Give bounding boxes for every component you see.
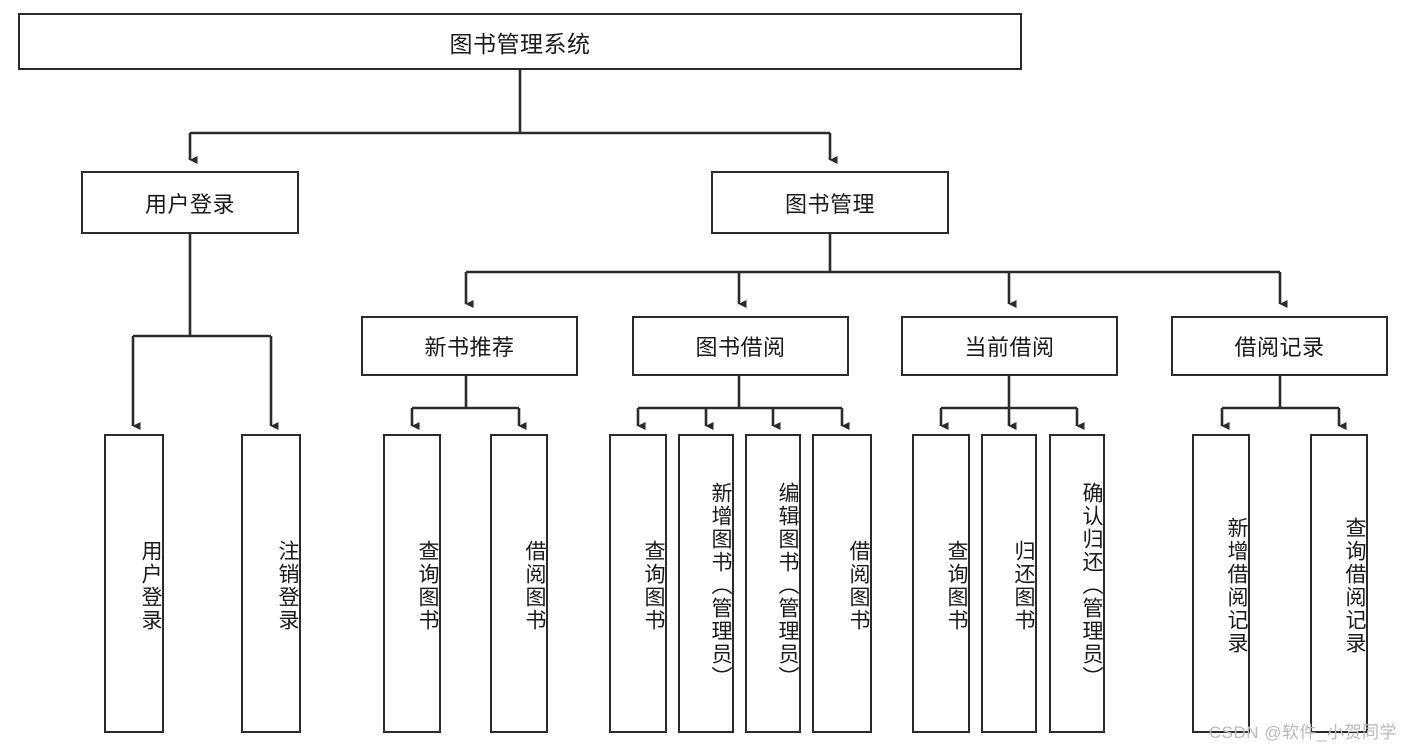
node-label: 当前借阅 bbox=[964, 335, 1055, 360]
node-label: 新增借阅记录 bbox=[1225, 516, 1248, 655]
node-label: 查询借阅记录 bbox=[1343, 516, 1366, 655]
node-book-management[interactable]: 图书管理 bbox=[711, 171, 949, 234]
node-root-book-management-system[interactable]: 图书管理系统 bbox=[18, 13, 1022, 70]
node-leaf-user-login[interactable]: 用户登录 bbox=[104, 434, 164, 733]
node-label: 借阅图书 bbox=[847, 539, 870, 632]
node-leaf-query-book-borrow[interactable]: 查询图书 bbox=[609, 434, 667, 733]
watermark-text: CSDN @软件_小贺同学 bbox=[1208, 723, 1397, 742]
node-leaf-edit-book[interactable]: 编辑图书（管理员） bbox=[745, 434, 801, 733]
node-leaf-borrow-book-recommend[interactable]: 借阅图书 bbox=[490, 434, 548, 733]
node-leaf-confirm-return[interactable]: 确认归还（管理员） bbox=[1049, 434, 1105, 733]
node-label: 归还图书 bbox=[1012, 539, 1035, 632]
node-leaf-query-borrow-record[interactable]: 查询借阅记录 bbox=[1310, 434, 1368, 733]
node-label: 新增图书（管理员） bbox=[709, 482, 732, 689]
node-label: 查询图书 bbox=[416, 539, 439, 632]
node-user-login[interactable]: 用户登录 bbox=[81, 171, 299, 234]
node-label: 用户登录 bbox=[139, 539, 162, 632]
node-leaf-return-book[interactable]: 归还图书 bbox=[981, 434, 1037, 733]
node-label: 图书管理系统 bbox=[449, 30, 591, 57]
node-new-book-recommend[interactable]: 新书推荐 bbox=[361, 316, 578, 376]
node-borrow-record[interactable]: 借阅记录 bbox=[1171, 316, 1388, 376]
node-label: 用户登录 bbox=[144, 191, 235, 217]
node-label: 注销登录 bbox=[276, 539, 299, 632]
node-leaf-query-book-recommend[interactable]: 查询图书 bbox=[383, 434, 441, 733]
node-book-borrow[interactable]: 图书借阅 bbox=[632, 316, 849, 376]
node-label: 借阅记录 bbox=[1234, 335, 1325, 360]
node-label: 查询图书 bbox=[642, 539, 665, 632]
node-leaf-borrow-book-borrow[interactable]: 借阅图书 bbox=[812, 434, 872, 733]
node-leaf-query-book-current[interactable]: 查询图书 bbox=[912, 434, 970, 733]
node-leaf-logout-login[interactable]: 注销登录 bbox=[241, 434, 301, 733]
node-current-borrow[interactable]: 当前借阅 bbox=[901, 316, 1118, 376]
node-label: 新书推荐 bbox=[424, 335, 515, 360]
node-leaf-add-borrow-record[interactable]: 新增借阅记录 bbox=[1192, 434, 1250, 733]
node-label: 图书管理 bbox=[784, 191, 875, 217]
node-label: 查询图书 bbox=[945, 539, 968, 632]
node-label: 借阅图书 bbox=[523, 539, 546, 632]
node-label: 图书借阅 bbox=[695, 335, 786, 360]
node-label: 编辑图书（管理员） bbox=[776, 482, 799, 689]
node-label: 确认归还（管理员） bbox=[1080, 482, 1103, 689]
node-leaf-add-book[interactable]: 新增图书（管理员） bbox=[678, 434, 734, 733]
